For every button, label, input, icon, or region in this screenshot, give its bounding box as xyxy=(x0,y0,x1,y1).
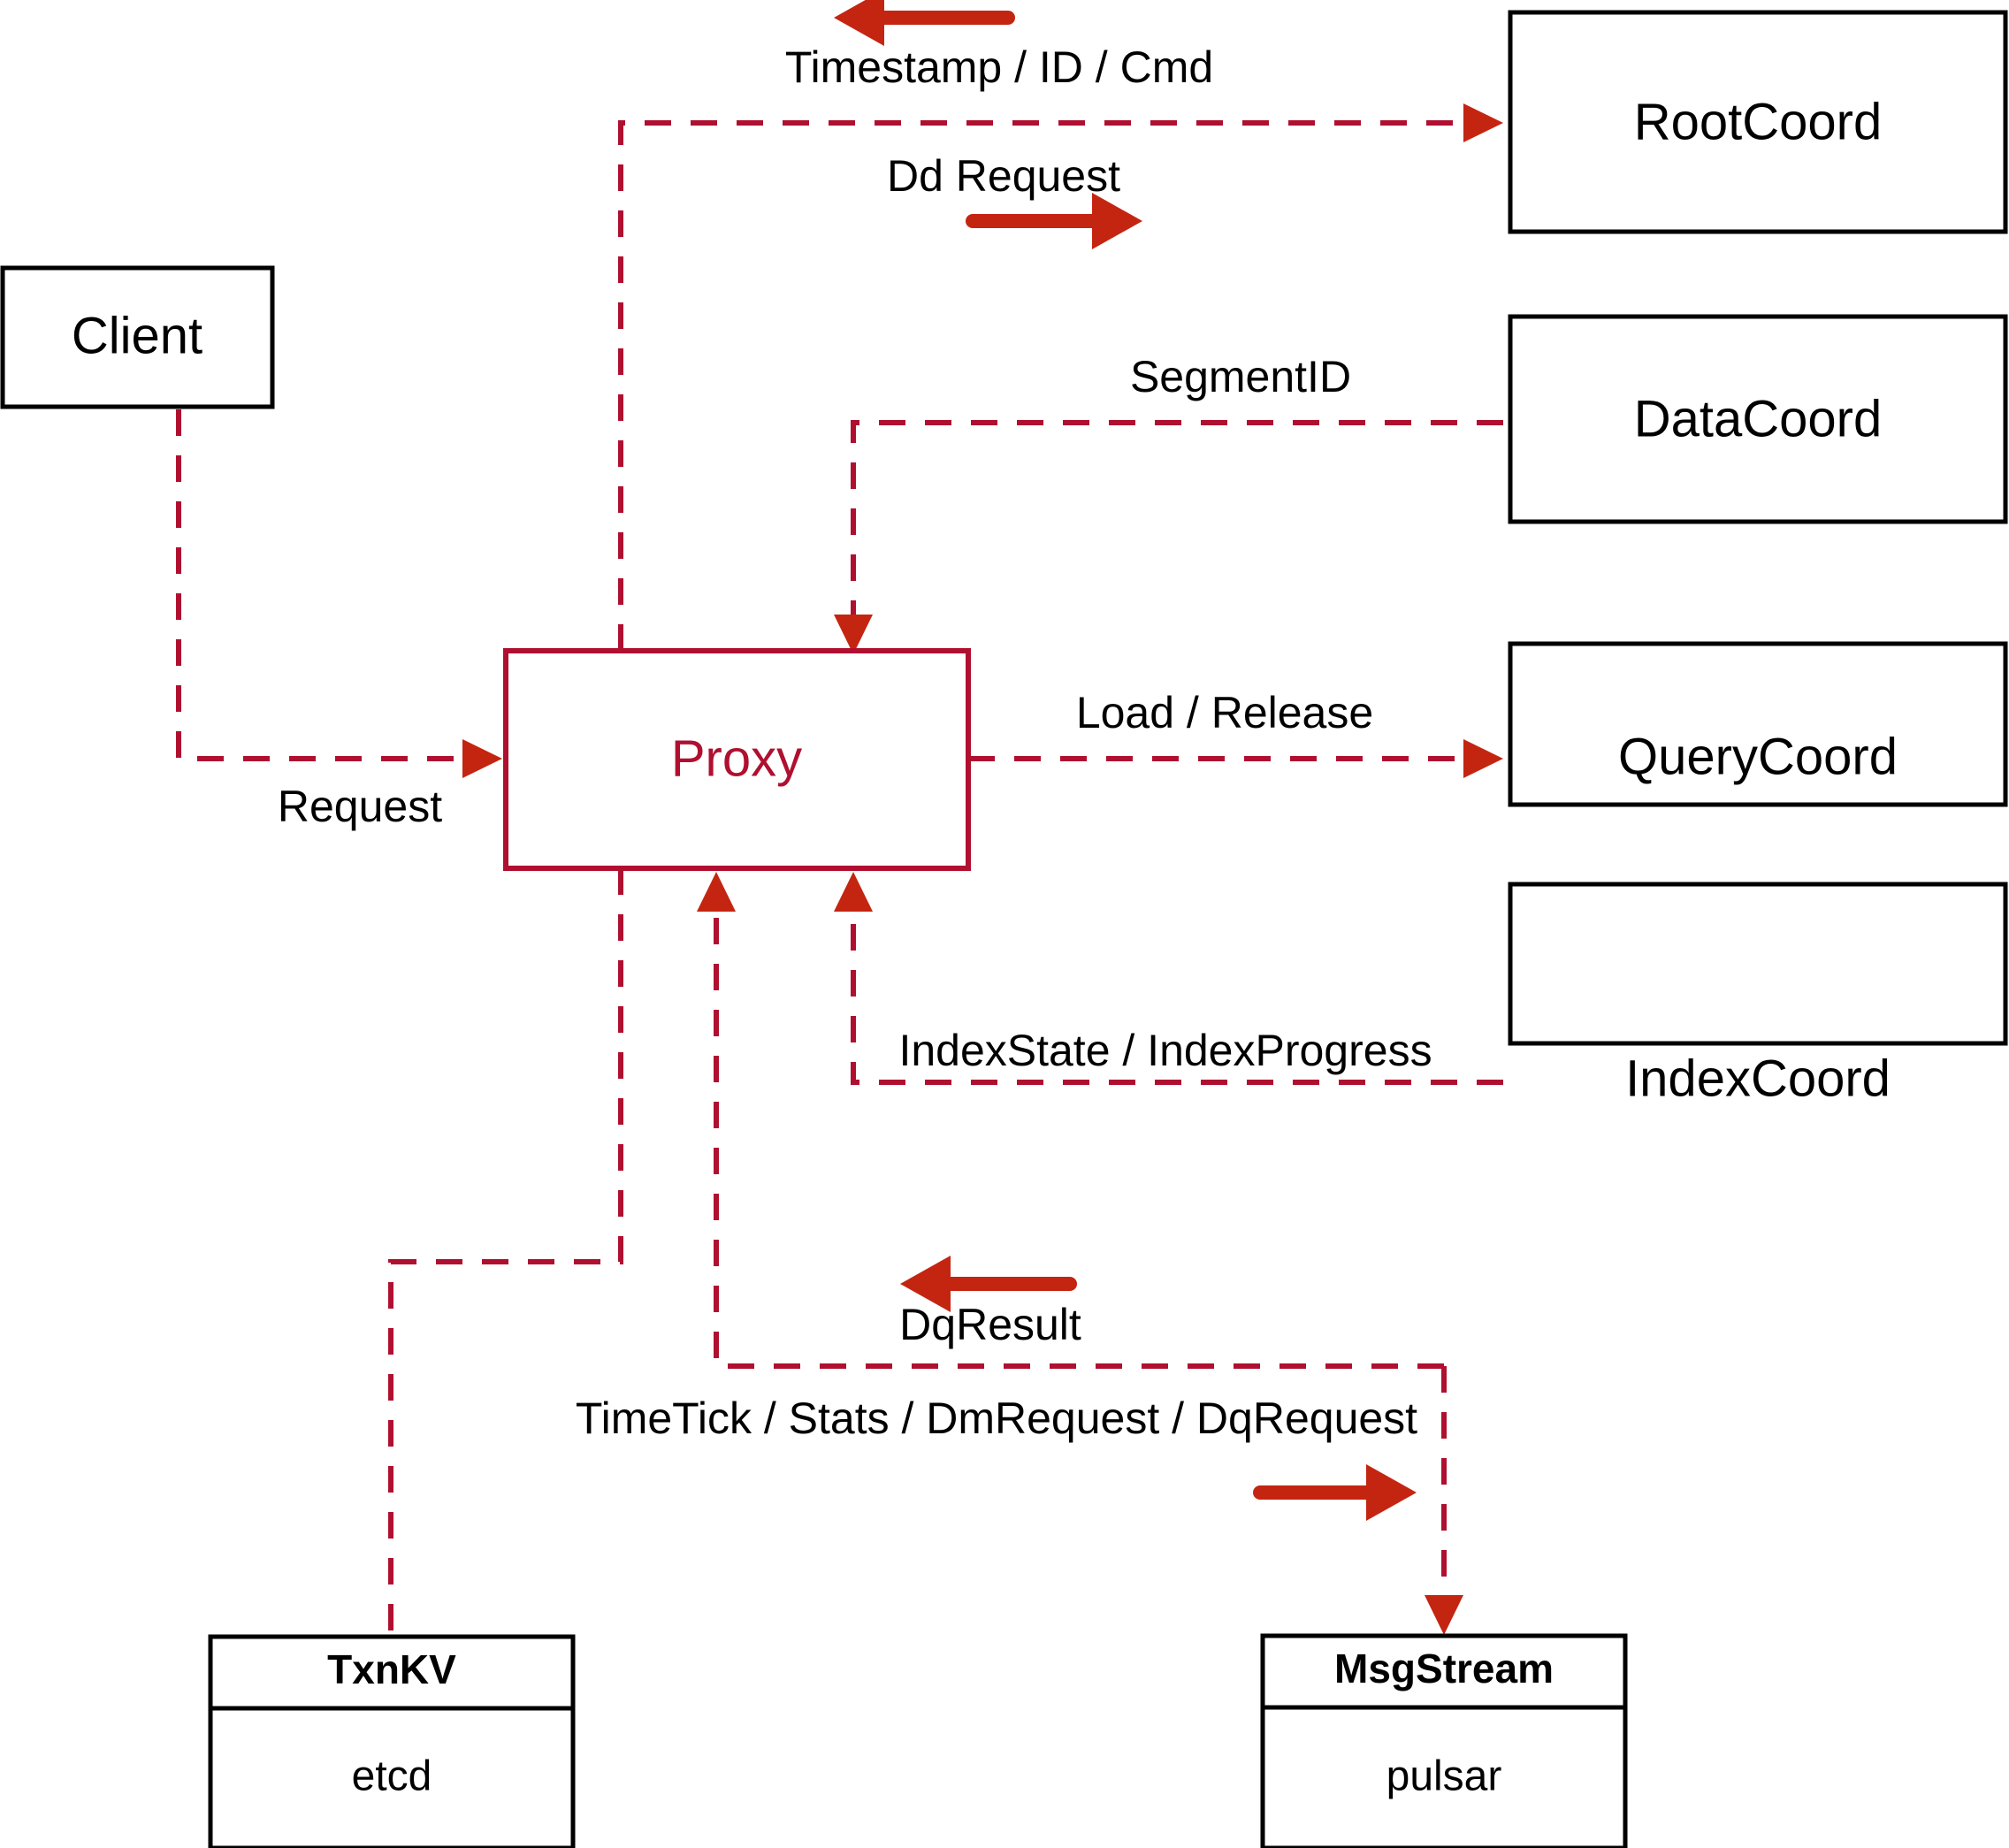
node-datacoord-label: DataCoord xyxy=(1634,390,1882,447)
node-client[interactable]: Client xyxy=(0,265,275,409)
node-datacoord[interactable]: DataCoord xyxy=(1508,314,2008,524)
arrowhead-rootcoord xyxy=(1463,103,1503,142)
connector-datacoord-to-proxy xyxy=(851,420,1503,644)
flow-arrowhead-dd-request xyxy=(1092,193,1142,249)
node-txnkv-header: TxnKV xyxy=(327,1646,456,1692)
edge-label-load-release: Load / Release xyxy=(1076,688,1373,737)
arrowhead-proxy-bottom-right xyxy=(834,872,873,912)
edge-label-dq-result: DqResult xyxy=(899,1300,1081,1349)
edge-label-timetick-stats: TimeTick / Stats / DmRequest / DqRequest xyxy=(576,1394,1417,1443)
connector-layer xyxy=(176,103,1503,1635)
node-client-label: Client xyxy=(72,307,202,364)
arrowhead-proxy-top-right xyxy=(834,615,873,654)
edge-label-index-state: IndexState / IndexProgress xyxy=(898,1026,1432,1075)
arrowhead-proxy-left xyxy=(462,739,502,778)
node-querycoord[interactable]: QueryCoord xyxy=(1508,641,2008,807)
node-indexcoord[interactable]: IndexCoord xyxy=(1508,882,2008,1107)
node-indexcoord-label: IndexCoord xyxy=(1625,1050,1891,1107)
edge-label-dd-request: Dd Request xyxy=(887,151,1120,201)
edge-label-layer: Timestamp / ID / Cmd Dd Request SegmentI… xyxy=(278,42,1432,1443)
edge-label-timestamp-id-cmd: Timestamp / ID / Cmd xyxy=(785,42,1213,92)
arrowhead-msgstream xyxy=(1425,1595,1463,1635)
node-proxy-label: Proxy xyxy=(671,729,802,787)
connector-proxy-to-txnkv xyxy=(388,868,623,1634)
connector-msgstream-to-proxy xyxy=(714,882,1444,1369)
node-querycoord-label: QueryCoord xyxy=(1618,728,1898,785)
arrowhead-proxy-bottom-left xyxy=(697,872,736,912)
node-rootcoord[interactable]: RootCoord xyxy=(1508,10,2008,234)
connector-indexcoord-to-proxy xyxy=(851,882,1503,1085)
node-layer: Client Proxy RootCoord DataCoord QueryCo… xyxy=(0,10,2008,1848)
arrowhead-querycoord xyxy=(1463,739,1503,778)
node-txnkv[interactable]: TxnKV etcd xyxy=(208,1634,576,1848)
node-txnkv-body: etcd xyxy=(352,1753,432,1800)
connector-proxy-to-rootcoord xyxy=(618,120,1494,651)
edge-label-request: Request xyxy=(278,782,442,831)
flow-arrowhead-timestamp xyxy=(834,0,884,46)
node-msgstream[interactable]: MsgStream pulsar xyxy=(1260,1633,1628,1848)
node-msgstream-header: MsgStream xyxy=(1334,1646,1554,1691)
flow-arrowhead-dq-request xyxy=(1366,1464,1417,1521)
node-msgstream-body: pulsar xyxy=(1386,1753,1502,1800)
flow-arrow-layer xyxy=(834,0,1417,1521)
node-proxy[interactable]: Proxy xyxy=(503,648,971,871)
connector-client-to-proxy xyxy=(176,409,492,761)
node-rootcoord-label: RootCoord xyxy=(1634,93,1882,150)
edge-label-segment-id: SegmentID xyxy=(1130,352,1351,401)
flow-arrowhead-dq-result xyxy=(900,1256,951,1312)
